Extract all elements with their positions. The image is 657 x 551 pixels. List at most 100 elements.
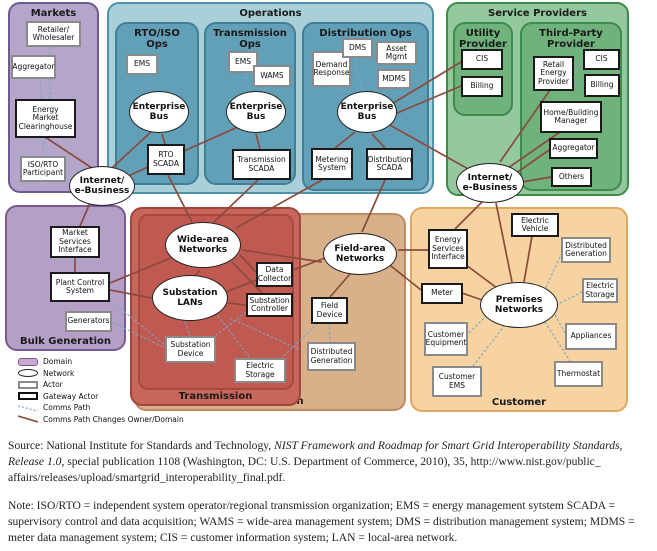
gateway-actor-distribution-scada[interactable]: Distribution SCADA xyxy=(366,148,413,180)
actor-distributed-generation-customer[interactable]: Distributed Generation xyxy=(561,237,611,263)
gateway-actor-cis-utility[interactable]: CIS xyxy=(461,49,503,70)
gateway-actor-plant-control-system[interactable]: Plant Control System xyxy=(50,272,110,302)
gateway-actor-electric-vehicle[interactable]: Electric Vehicle xyxy=(511,213,559,237)
legend-network: Network xyxy=(18,368,184,380)
solid-line-swatch xyxy=(18,415,38,424)
actor-electric-storage-customer[interactable]: Electric Storage xyxy=(582,278,618,303)
source-caption: Source: National Institute for Standards… xyxy=(8,438,653,486)
network-wide-area[interactable]: Wide-area Networks xyxy=(165,222,241,268)
actor-ems-rto[interactable]: EMS xyxy=(126,54,158,75)
actor-substation-device[interactable]: Substation Device xyxy=(165,336,216,363)
gateway-actor-aggregator-third-party[interactable]: Aggregator xyxy=(549,138,598,159)
gateway-actor-data-collector[interactable]: Data Collector xyxy=(256,262,293,287)
gateway-actor-retail-energy-provider[interactable]: Retail Energy Provider xyxy=(533,56,574,91)
comms-path-changes-owner xyxy=(371,133,386,149)
network-enterprise-bus-distribution[interactable]: Enterprise Bus xyxy=(337,91,397,133)
legend-label: Domain xyxy=(43,357,73,367)
actor-dms[interactable]: DMS xyxy=(342,38,373,58)
actor-appliances[interactable]: Appliances xyxy=(565,323,617,350)
network-internet-left[interactable]: Internet/ e-Business xyxy=(69,166,135,206)
network-enterprise-bus-transmission[interactable]: Enterprise Bus xyxy=(226,91,286,133)
actor-aggregator-markets[interactable]: Aggregator xyxy=(11,55,56,79)
domain-title: Transmission Ops xyxy=(213,28,287,50)
gateway-actor-energy-services-interface[interactable]: Energy Services Interface xyxy=(428,229,468,269)
comms-path-changes-owner xyxy=(225,279,257,293)
domain-title: Third-Party Provider xyxy=(539,28,603,50)
comms-path-changes-owner xyxy=(79,202,91,227)
legend-label: Comms Path xyxy=(43,403,91,413)
comms-path xyxy=(109,299,166,346)
actor-electric-storage-transmission[interactable]: Electric Storage xyxy=(234,358,286,383)
gateway-actor-cis-third-party[interactable]: CIS xyxy=(583,49,620,70)
legend-label: Gateway Actor xyxy=(43,391,99,401)
actor-retailer-wholesaler[interactable]: Retailer/ Wholesaler xyxy=(26,21,81,47)
comms-path-changes-owner xyxy=(292,257,326,271)
comms-path-changes-owner xyxy=(385,261,422,291)
actor-wams[interactable]: WAMS xyxy=(253,65,291,87)
gateway-actor-metering-system[interactable]: Metering System xyxy=(311,148,353,180)
legend-gateway-actor: Gateway Actor xyxy=(18,391,184,403)
comms-path-changes-owner xyxy=(461,292,483,301)
gateway-actor-home-building-manager[interactable]: Home/Building Manager xyxy=(540,101,602,133)
source-prefix: Source: National Institute for Standards… xyxy=(8,439,275,452)
comms-path xyxy=(354,57,363,93)
actor-generators[interactable]: Generators xyxy=(65,311,112,332)
actor-asset-mgmt[interactable]: Asset Mgmt xyxy=(376,41,417,65)
domain-title: Operations xyxy=(239,8,302,19)
gateway-actor-billing-third-party[interactable]: Billing xyxy=(584,74,620,97)
source-title: NIST Framework and Roadmap for Smart Gri… xyxy=(8,439,623,468)
comms-path xyxy=(572,59,584,73)
comms-path-changes-owner xyxy=(521,176,552,183)
domain-title: Transmission xyxy=(178,391,253,402)
comms-path-changes-owner xyxy=(495,202,513,283)
comms-path-changes-owner xyxy=(329,273,351,298)
gateway-actor-market-services-interface[interactable]: Market Services Interface xyxy=(50,226,100,258)
domain-title: Markets xyxy=(30,8,77,19)
network-enterprise-bus-rto[interactable]: Enterprise Bus xyxy=(129,91,189,133)
legend-actor: Actor xyxy=(18,379,184,391)
actor-distributed-generation-distribution[interactable]: Distributed Generation xyxy=(307,342,356,371)
comms-path-changes-owner xyxy=(111,130,153,169)
dashed-line-swatch xyxy=(18,405,38,412)
gateway-actor-field-device[interactable]: Field Device xyxy=(311,297,348,324)
domain-title: Bulk Generation xyxy=(19,336,112,347)
comms-path-changes-owner xyxy=(239,254,257,273)
gateway-actor-others[interactable]: Others xyxy=(551,167,592,187)
gateway-actor-rto-scada[interactable]: RTO SCADA xyxy=(147,144,185,175)
legend-label: Comms Path Changes Owner/Domain xyxy=(43,414,184,424)
comms-path-changes-owner xyxy=(384,61,462,109)
network-substation-lans[interactable]: Substation LANs xyxy=(152,275,228,321)
gateway-actor-meter[interactable]: Meter xyxy=(421,283,463,304)
comms-path xyxy=(334,86,356,95)
actor-thermostat[interactable]: Thermostat xyxy=(554,361,603,387)
comms-path-changes-owner xyxy=(109,289,153,299)
gateway-actor-energy-market-clearinghouse[interactable]: Energy Market Clearinghouse xyxy=(15,99,76,138)
actor-customer-equipment[interactable]: Customer Equipment xyxy=(424,322,468,356)
actor-ems-transmission[interactable]: EMS xyxy=(228,51,258,73)
network-internet-right[interactable]: Internet/ e-Business xyxy=(456,163,524,203)
note-caption: Note: ISO/RTO = independent system opera… xyxy=(8,499,635,544)
comms-path-changes-owner xyxy=(213,179,259,223)
comms-path xyxy=(229,317,301,351)
domain-title: Utility Provider xyxy=(459,28,507,50)
domain-title: Customer xyxy=(491,397,547,408)
legend: Domain Network Actor Gateway Actor Comms… xyxy=(18,356,184,425)
source-suffix: , special publication 1108 (Washington, … xyxy=(8,455,601,484)
comms-path-changes-owner xyxy=(361,179,386,233)
actor-mdms[interactable]: MDMS xyxy=(377,69,411,89)
network-field-area[interactable]: Field-area Networks xyxy=(323,233,397,275)
actor-iso-rto-participant[interactable]: ISO/RTO Participant xyxy=(20,156,66,182)
gateway-actor-billing-utility[interactable]: Billing xyxy=(461,76,503,97)
gateway-actor-swatch xyxy=(18,392,38,401)
comms-path xyxy=(328,322,331,343)
network-premises[interactable]: Premises Networks xyxy=(480,282,558,328)
gateway-actor-substation-controller[interactable]: Substation Controller xyxy=(246,293,293,317)
comms-path xyxy=(555,291,583,306)
comms-path-changes-owner xyxy=(454,201,483,230)
comms-path xyxy=(111,321,166,349)
gateway-actor-transmission-scada[interactable]: Transmission SCADA xyxy=(232,149,291,180)
comms-path-changes-owner xyxy=(387,123,471,171)
actor-customer-ems[interactable]: Customer EMS xyxy=(432,366,482,397)
comms-path-changes-owner xyxy=(44,136,99,173)
